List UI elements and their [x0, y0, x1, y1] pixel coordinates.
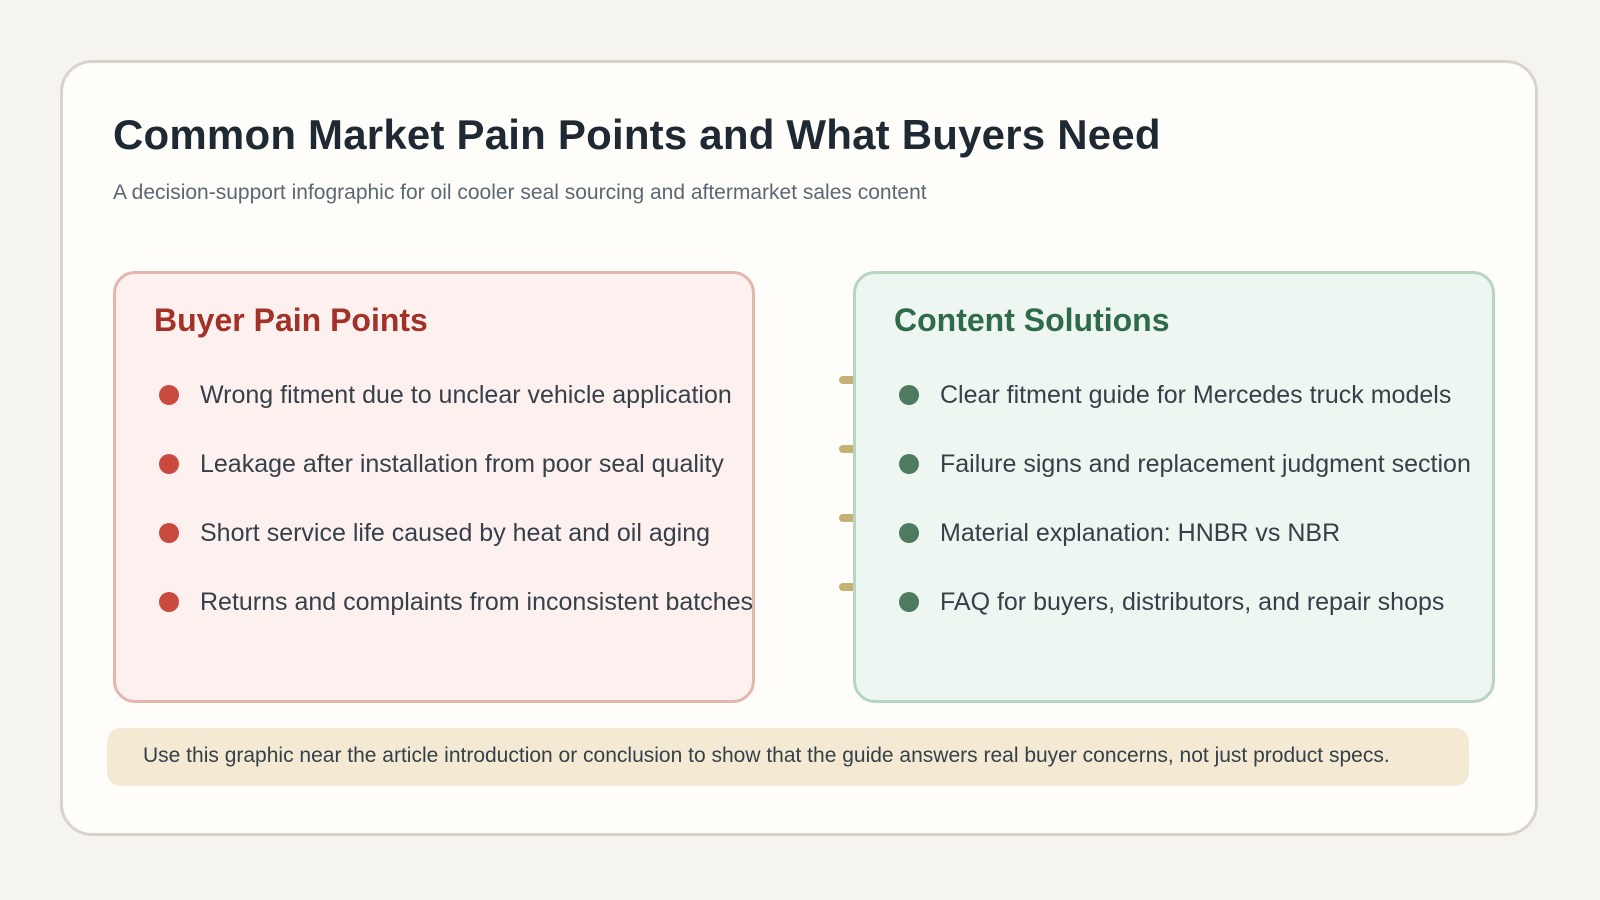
green-bullet-icon: [899, 523, 919, 543]
page-subtitle: A decision-support infographic for oil c…: [113, 181, 927, 204]
red-bullet-icon: [159, 385, 179, 405]
green-bullet-icon: [899, 454, 919, 474]
solution-text: FAQ for buyers, distributors, and repair…: [940, 588, 1445, 616]
red-bullet-icon: [159, 523, 179, 543]
solution-text: Material explanation: HNBR vs NBR: [940, 519, 1341, 547]
pain-point-text: Wrong fitment due to unclear vehicle app…: [200, 381, 732, 409]
pain-points-panel: Buyer Pain Points Wrong fitment due to u…: [113, 271, 755, 703]
green-bullet-icon: [899, 385, 919, 405]
pain-points-heading: Buyer Pain Points: [154, 302, 428, 338]
solution-text: Failure signs and replacement judgment s…: [940, 450, 1471, 478]
content-solutions-heading: Content Solutions: [894, 302, 1170, 338]
pain-point-text: Short service life caused by heat and oi…: [200, 519, 711, 547]
usage-note-text: Use this graphic near the article introd…: [143, 744, 1390, 767]
green-bullet-icon: [899, 592, 919, 612]
red-bullet-icon: [159, 592, 179, 612]
pain-point-text: Leakage after installation from poor sea…: [200, 450, 724, 478]
solution-text: Clear fitment guide for Mercedes truck m…: [940, 381, 1452, 409]
usage-note: Use this graphic near the article introd…: [107, 728, 1469, 786]
infographic-card: Common Market Pain Points and What Buyer…: [60, 60, 1538, 836]
pain-point-text: Returns and complaints from inconsistent…: [200, 588, 754, 616]
page-title: Common Market Pain Points and What Buyer…: [113, 111, 1161, 158]
content-solutions-panel: Content Solutions Clear fitment guide fo…: [853, 271, 1495, 703]
red-bullet-icon: [159, 454, 179, 474]
